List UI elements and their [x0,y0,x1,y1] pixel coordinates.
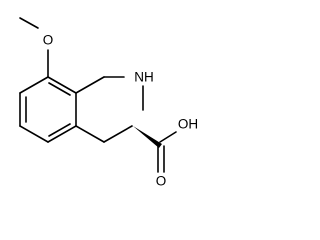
bond-c3-c4 [103,125,133,143]
bond-c1-c2 [19,76,49,94]
structure-diagram: O NH OH O [19,17,198,189]
bond-c6-c1 [47,76,77,94]
wedge-bond [133,126,162,148]
carbonyl-o-label: O [156,174,167,189]
bond-c4-c5 [75,125,105,143]
bond-c6-ch2 [75,76,105,94]
bond-c-oh [159,131,177,143]
ring-nh-label: NH [134,70,154,85]
bond-c3-c4 [19,125,49,143]
methoxy-o-label: O [43,33,54,48]
double-bond-inner-3 [48,82,71,96]
bond-c4-c5 [47,125,77,143]
acid-oh-label: OH [178,117,198,132]
double-bond-inner-2 [48,123,71,137]
bond-o-methyl [19,17,39,29]
